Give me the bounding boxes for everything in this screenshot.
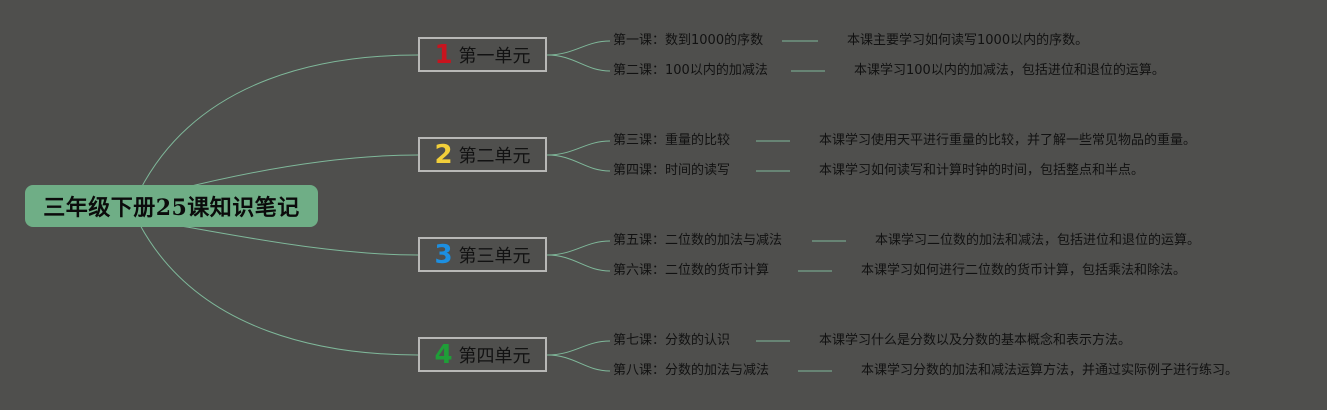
connector-root-unit-1 <box>139 54 419 191</box>
unit-2-number-badge: 2 <box>434 139 453 170</box>
connector-unit-2-lesson-a <box>546 140 611 156</box>
root-topic[interactable]: 三年级下册25课知识笔记 <box>25 185 318 227</box>
lesson-2-description[interactable]: 本课学习100以内的加减法，包括进位和退位的运算。 <box>854 63 1165 78</box>
root-title: 三年级下册25课知识笔记 <box>43 195 300 221</box>
connector-unit-3-lesson-b <box>546 254 611 272</box>
lesson-8-description[interactable]: 本课学习分数的加法和减法运算方法，并通过实际例子进行练习。 <box>861 363 1239 378</box>
unit-1-node[interactable]: 1 第一单元 <box>418 37 547 72</box>
unit-2-label: 第二单元 <box>458 145 531 167</box>
connector-unit-3-lesson-a <box>546 240 611 256</box>
lesson-5-title[interactable]: 第五课：二位数的加法与减法 <box>613 233 783 248</box>
lesson-4-title[interactable]: 第四课：时间的读写 <box>613 163 731 178</box>
connector-root-unit-3 <box>174 224 419 256</box>
lesson-1-description[interactable]: 本课主要学习如何读写1000以内的序数。 <box>847 33 1089 48</box>
lesson-3-title[interactable]: 第三课：重量的比较 <box>613 133 731 148</box>
lesson-2-title[interactable]: 第二课：100以内的加减法 <box>613 63 768 78</box>
unit-3-number-badge: 3 <box>434 239 453 270</box>
unit-2-node[interactable]: 2 第二单元 <box>418 137 547 172</box>
connector-unit-1-lesson-a <box>546 40 611 56</box>
connector-unit-1-lesson-b <box>546 54 611 72</box>
lesson-3-description[interactable]: 本课学习使用天平进行重量的比较，并了解一些常见物品的重量。 <box>819 133 1197 148</box>
lesson-6-description[interactable]: 本课学习如何进行二位数的货币计算，包括乘法和除法。 <box>861 263 1187 278</box>
lesson-1-title[interactable]: 第一课：数到1000的序数 <box>613 33 764 48</box>
connector-root-unit-2 <box>174 154 419 191</box>
connector-unit-4-lesson-a <box>546 340 611 356</box>
lesson-5-description[interactable]: 本课学习二位数的加法和减法，包括进位和退位的运算。 <box>875 233 1201 248</box>
unit-3-node[interactable]: 3 第三单元 <box>418 237 547 272</box>
unit-3-label: 第三单元 <box>458 245 531 267</box>
connector-root-unit-4 <box>139 224 419 356</box>
lesson-6-title[interactable]: 第六课：二位数的货币计算 <box>613 263 770 278</box>
connector-unit-4-lesson-b <box>546 354 611 372</box>
unit-1-number-badge: 1 <box>434 39 453 70</box>
lesson-7-description[interactable]: 本课学习什么是分数以及分数的基本概念和表示方法。 <box>819 333 1132 348</box>
connector-unit-2-lesson-b <box>546 154 611 172</box>
unit-4-number-badge: 4 <box>434 339 453 370</box>
unit-1-label: 第一单元 <box>458 45 531 67</box>
unit-4-label: 第四单元 <box>458 345 531 367</box>
unit-4-node[interactable]: 4 第四单元 <box>418 337 547 372</box>
lesson-8-title[interactable]: 第八课：分数的加法与减法 <box>613 363 770 378</box>
lesson-7-title[interactable]: 第七课：分数的认识 <box>613 333 731 348</box>
lesson-4-description[interactable]: 本课学习如何读写和计算时钟的时间，包括整点和半点。 <box>819 163 1145 178</box>
